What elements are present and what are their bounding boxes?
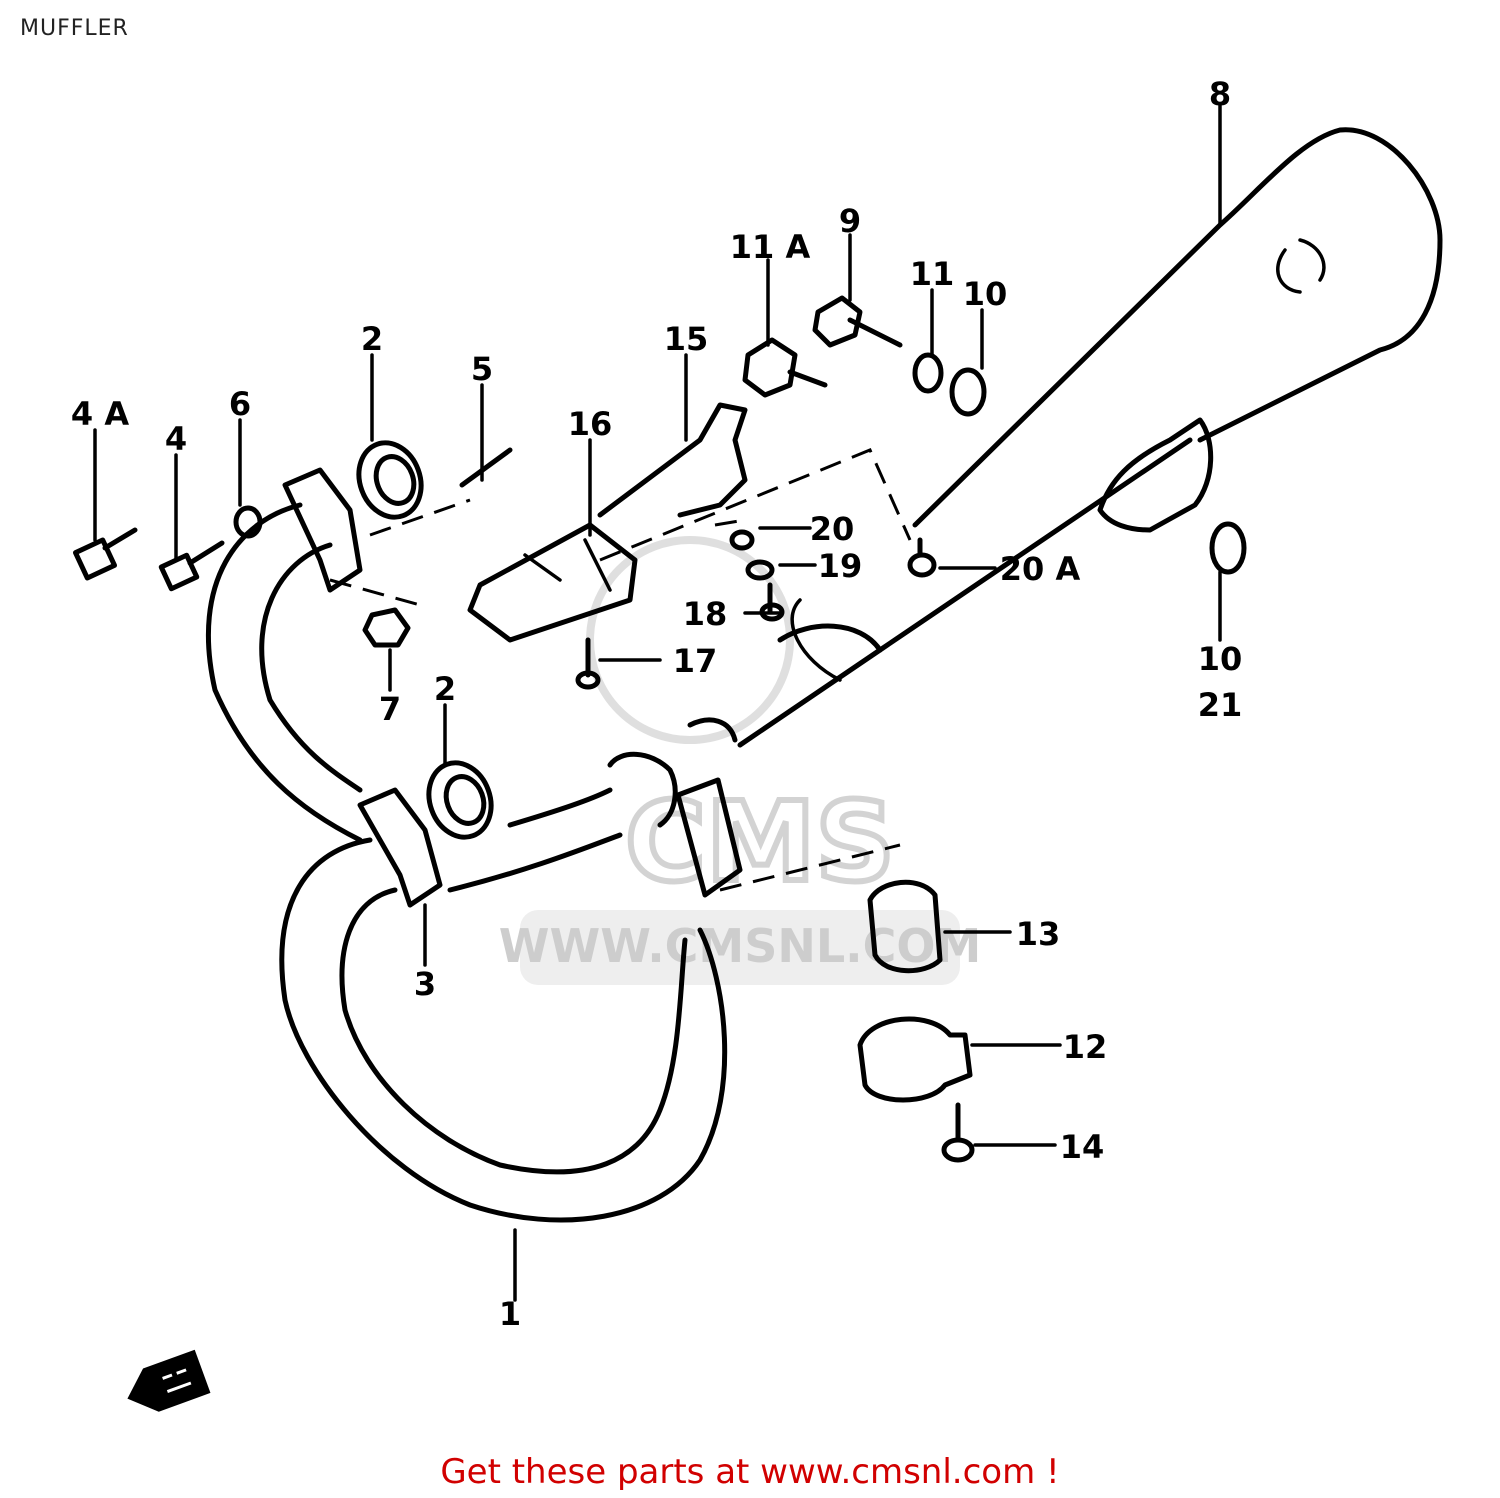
muffler-body [737,103,1443,748]
washer-11 [912,352,944,394]
watermark-logo: CMS [625,778,894,906]
label-part-4a: 4 A [71,395,129,433]
assembly-lines [329,448,912,892]
washer-19 [745,559,775,581]
bolt-11a [742,337,828,398]
bolt-14 [941,1102,975,1163]
screw-17 [575,637,601,690]
bolt-4 [158,540,225,592]
label-part-11a: 11 A [730,228,811,266]
label-part-8: 8 [1209,75,1231,113]
washer-10-lower [1209,521,1247,575]
footer-link[interactable]: Get these parts at www.cmsnl.com ! [440,1452,1060,1492]
label-part-18: 18 [683,595,728,633]
label-part-21: 21 [1198,686,1243,724]
label-part-14: 14 [1060,1128,1105,1166]
watermark-mascot [586,536,794,744]
label-part-20: 20 [810,510,855,548]
part-labels: 1 2 2 3 4 4 A 5 6 7 8 9 10 10 21 11 11 A… [71,75,1242,1333]
label-part-19: 19 [818,547,863,585]
label-part-13: 13 [1016,915,1061,953]
label-part-7: 7 [379,690,401,728]
label-part-2-upper: 2 [361,320,383,358]
bolt-20a [907,537,937,578]
label-part-17: 17 [673,642,718,680]
nut-7 [362,607,411,648]
label-part-9: 9 [839,202,861,240]
label-part-11: 11 [910,255,955,293]
pipe-end-tip [675,777,743,898]
front-arrow-icon [127,1349,211,1412]
gasket-upper [356,440,424,520]
exhaust-flange-upper [282,467,363,593]
label-part-5: 5 [471,350,493,388]
bolt-9 [812,295,903,348]
label-part-4: 4 [165,420,187,458]
label-part-10-lower: 10 [1198,640,1243,678]
label-part-3: 3 [414,965,436,1003]
washer-6 [233,505,263,539]
label-part-20a: 20 A [1000,550,1081,588]
watermark-url: WWW.CMSNL.COM [499,919,982,973]
label-part-15: 15 [664,320,709,358]
label-part-16: 16 [568,405,613,443]
washer-10-upper [949,367,987,417]
clamp-12 [857,1016,973,1103]
diagram-title: MUFFLER [20,16,129,41]
exhaust-pipe [205,502,738,1302]
watermark-banner [520,910,960,985]
label-part-12: 12 [1063,1028,1108,1066]
cap-13 [867,879,943,974]
stud-5 [459,447,513,488]
exhaust-flange-lower [357,787,443,908]
label-part-2-lower: 2 [434,670,456,708]
leader-lines [93,233,1222,1147]
label-part-6: 6 [229,385,251,423]
label-part-1: 1 [499,1295,521,1333]
bolt-4a [72,527,138,581]
bracket-15 [597,402,748,518]
gasket-lower [426,760,494,840]
label-part-10-upper: 10 [963,275,1008,313]
watermark: WWW.CMSNL.COM CMS [499,536,982,985]
washer-20 [729,529,755,551]
